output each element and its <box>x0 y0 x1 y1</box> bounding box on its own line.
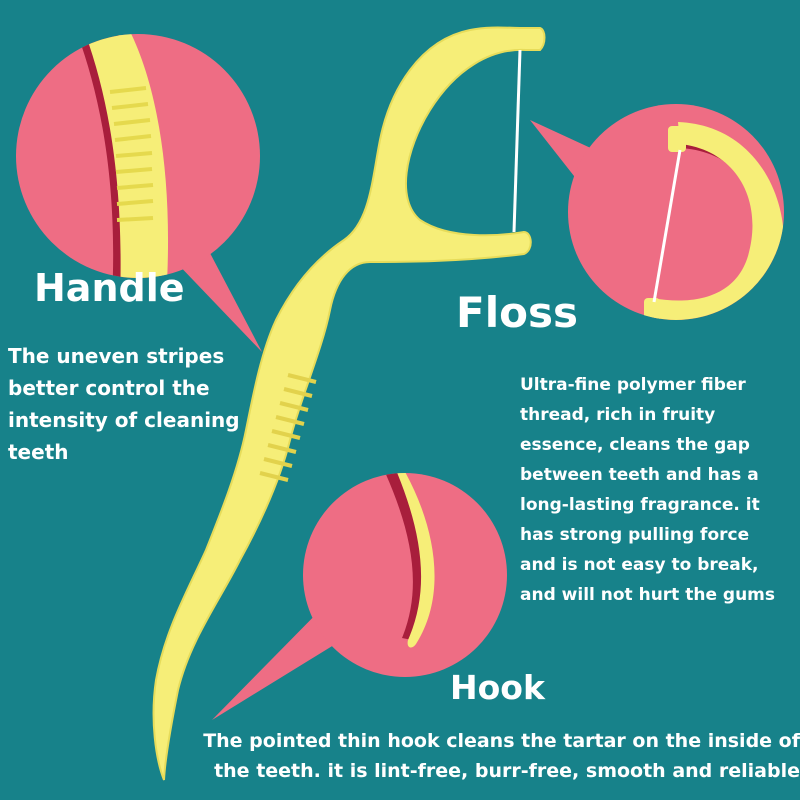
floss-thread-zoomed <box>652 149 682 303</box>
hook-callout-pointer <box>212 600 342 720</box>
hook-zoom-callout <box>212 473 507 720</box>
floss-zoom-detail <box>644 122 784 320</box>
floss-thread <box>512 49 522 233</box>
handle-description: The uneven stripes better control the in… <box>8 340 268 468</box>
pick-grip-stripes <box>259 373 317 482</box>
handle-description-line: teeth <box>8 440 69 464</box>
handle-description-line: The uneven stripes <box>8 344 225 368</box>
floss-description-line: and is not easy to break, <box>520 555 759 575</box>
hook-description-line: The pointed thin hook cleans the tartar … <box>203 730 800 752</box>
floss-description-line: has strong pulling force <box>520 525 750 545</box>
pick-body <box>152 26 546 781</box>
floss-zoom-callout <box>530 104 784 320</box>
hook-description: The pointed thin hook cleans the tartar … <box>188 726 800 786</box>
floss-description-line: and will not hurt the gums <box>520 585 776 605</box>
handle-title: Handle <box>34 266 185 310</box>
floss-description: Ultra-fine polymer fiber thread, rich in… <box>520 370 800 610</box>
floss-description-line: between teeth and has a <box>520 465 759 485</box>
handle-description-line: intensity of cleaning <box>8 408 240 432</box>
handle-zoom-detail <box>72 34 169 278</box>
hook-title: Hook <box>450 668 545 707</box>
floss-description-line: essence, cleans the gap <box>520 435 750 455</box>
handle-description-line: better control the <box>8 376 210 400</box>
hook-zoom-detail <box>384 473 435 648</box>
floss-description-line: Ultra-fine polymer fiber <box>520 375 746 395</box>
floss-title: Floss <box>456 288 578 337</box>
floss-pick <box>152 26 546 781</box>
floss-description-line: long-lasting fragrance. it <box>520 495 760 515</box>
floss-description-line: thread, rich in fruity <box>520 405 716 425</box>
hook-description-line: the teeth. it is lint-free, burr-free, s… <box>214 760 800 782</box>
hook-zoom-circle <box>303 473 507 677</box>
handle-zoom-callout <box>16 34 262 352</box>
